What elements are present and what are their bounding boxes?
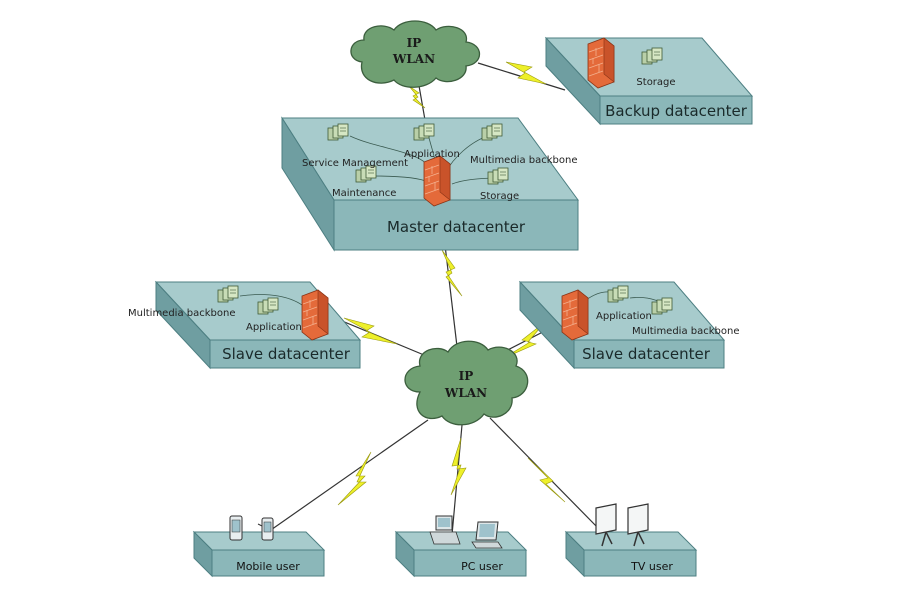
link-cloud-mobile xyxy=(267,419,429,533)
mobile-phone-icon xyxy=(229,515,243,541)
desktop-pc-icon xyxy=(429,515,461,545)
platform-top xyxy=(564,531,698,551)
label-multimedia-backbone: Multimedia backbone xyxy=(470,155,578,166)
cloud-label-line1: IP xyxy=(459,369,474,383)
platform-side xyxy=(519,280,575,370)
platform-side xyxy=(395,530,415,578)
bolt-icon xyxy=(527,457,566,503)
wireless-bolts xyxy=(337,61,566,506)
cloud-label-line1: IP xyxy=(407,36,422,50)
tv-icon xyxy=(627,503,649,547)
cloud-label-line2: WLAN xyxy=(392,52,435,66)
slave-datacenter-right: Application Multimedia backbone Slave da… xyxy=(518,280,740,370)
label-multimedia-backbone: Multimedia backbone xyxy=(128,308,236,319)
label-multimedia-backbone: Multimedia backbone xyxy=(632,326,740,337)
user-label: Mobile user xyxy=(236,560,300,573)
datacenter-title: Master datacenter xyxy=(387,218,526,236)
tv-user: TV user xyxy=(564,503,698,578)
label-application: Application xyxy=(246,322,302,333)
bolt-icon xyxy=(450,437,467,496)
label-application: Application xyxy=(596,311,652,322)
platform-side xyxy=(565,530,585,578)
firewall-icon xyxy=(561,289,589,341)
datacenter-title: Slave datacenter xyxy=(582,345,711,363)
platform-side xyxy=(281,116,335,252)
pc-user: PC user xyxy=(394,515,528,578)
label-maintenance: Maintenance xyxy=(332,188,396,199)
backup-datacenter: Storage Backup datacenter xyxy=(544,36,754,126)
platform-top xyxy=(192,531,326,551)
ip-wlan-cloud-center: IP WLAN xyxy=(404,340,529,426)
label-storage: Storage xyxy=(636,77,675,88)
cloud-icon xyxy=(404,340,529,426)
user-label: PC user xyxy=(461,560,503,573)
datacenter-title: Slave datacenter xyxy=(222,345,351,363)
label-storage: Storage xyxy=(480,191,519,202)
bolt-icon xyxy=(408,85,426,109)
platform-side xyxy=(193,530,213,578)
firewall-icon xyxy=(423,155,451,207)
cloud-label-line2: WLAN xyxy=(444,386,487,400)
platform-top xyxy=(394,531,528,551)
tv-icon xyxy=(595,503,617,547)
mobile-phone-icon xyxy=(257,517,274,541)
ip-wlan-cloud-top: IP WLAN xyxy=(350,20,481,88)
platform-side xyxy=(155,280,211,370)
firewall-icon xyxy=(301,289,329,341)
master-datacenter: Service Management Application Multimedi… xyxy=(281,116,579,252)
label-service-management: Service Management xyxy=(302,158,408,169)
slave-datacenter-left: Multimedia backbone Application Slave da… xyxy=(128,280,362,370)
mobile-user: Mobile user xyxy=(192,515,326,578)
link-master-cloud xyxy=(444,244,459,356)
bolt-icon xyxy=(343,317,398,345)
bolt-icon xyxy=(505,61,547,85)
bolt-icon xyxy=(337,451,372,506)
user-label: TV user xyxy=(630,560,673,573)
cloud-icon xyxy=(350,20,481,88)
laptop-icon xyxy=(471,521,503,549)
firewall-icon xyxy=(587,37,615,89)
datacenter-title: Backup datacenter xyxy=(605,102,748,120)
platform-side xyxy=(545,36,601,126)
bolt-icon xyxy=(441,249,463,297)
label-application: Application xyxy=(404,149,460,160)
